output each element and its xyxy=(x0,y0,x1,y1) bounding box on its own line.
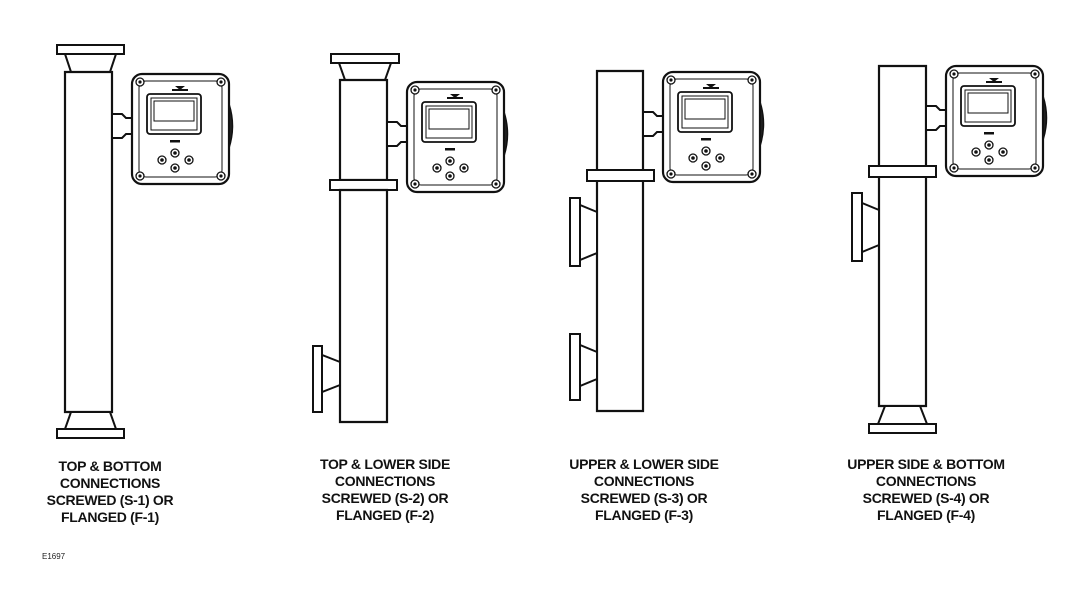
pipe-assembly-s4-f4 xyxy=(852,64,1048,433)
caption-line: TOP & BOTTOM xyxy=(58,458,162,474)
caption-line: TOP & LOWER SIDE xyxy=(319,456,451,472)
caption-line: UPPER & LOWER SIDE xyxy=(569,456,719,472)
caption-line: FLANGED (F-4) xyxy=(877,507,975,523)
caption-line: CONNECTIONS xyxy=(334,473,436,489)
figure-code: E1697 xyxy=(42,552,66,561)
caption-line: SCREWED (S-3) OR xyxy=(580,490,708,506)
caption-line: FLANGED (F-2) xyxy=(336,507,434,523)
caption-line: CONNECTIONS xyxy=(59,475,161,491)
caption-s3-f3: UPPER & LOWER SIDE CONNECTIONS SCREWED (… xyxy=(544,456,744,524)
caption-line: SCREWED (S-4) OR xyxy=(862,490,990,506)
caption-line: SCREWED (S-1) OR xyxy=(46,492,174,508)
caption-line: CONNECTIONS xyxy=(875,473,977,489)
caption-s4-f4: UPPER SIDE & BOTTOM CONNECTIONS SCREWED … xyxy=(826,456,1026,524)
caption-line: UPPER SIDE & BOTTOM xyxy=(847,456,1005,472)
caption-line: FLANGED (F-1) xyxy=(61,509,159,525)
pipe-assembly-s3-f3 xyxy=(570,70,765,411)
caption-s2-f2: TOP & LOWER SIDE CONNECTIONS SCREWED (S-… xyxy=(285,456,485,524)
transmitter-s2 xyxy=(385,80,509,194)
transmitter-s1 xyxy=(110,72,234,186)
pipe-assembly-s2-f2 xyxy=(313,54,509,422)
caption-s1-f1: TOP & BOTTOM CONNECTIONS SCREWED (S-1) O… xyxy=(10,458,210,526)
transmitter-s4 xyxy=(924,64,1048,178)
pipe-assembly-s1-f1 xyxy=(57,45,234,438)
caption-line: CONNECTIONS xyxy=(593,473,695,489)
caption-line: SCREWED (S-2) OR xyxy=(321,490,449,506)
caption-line: FLANGED (F-3) xyxy=(595,507,693,523)
transmitter-s3 xyxy=(641,70,765,184)
